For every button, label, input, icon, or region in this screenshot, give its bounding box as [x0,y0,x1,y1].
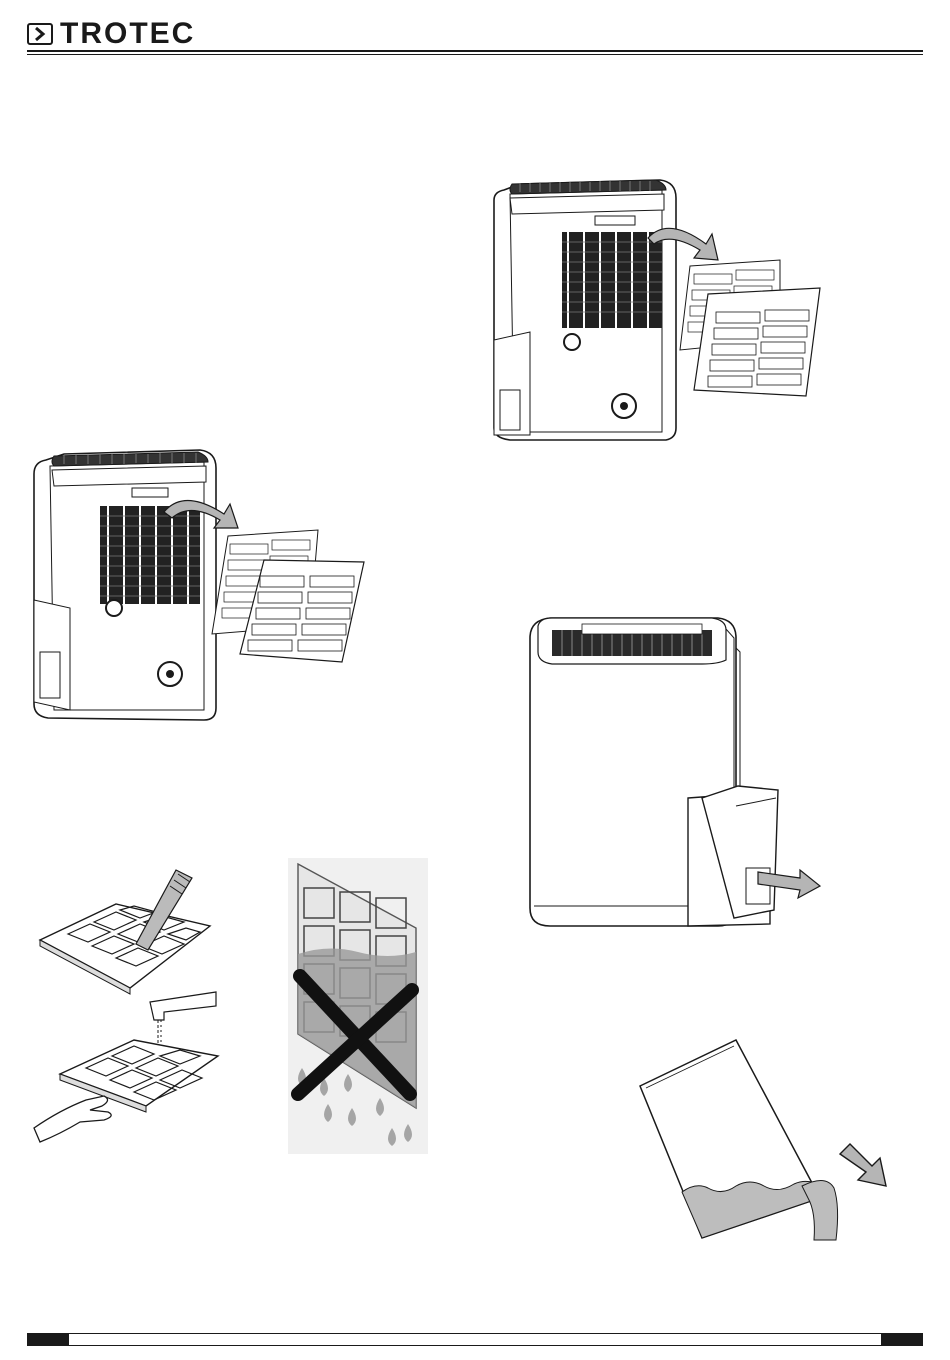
brand-name: TROTEC [60,17,195,51]
page-header: TROTEC [0,0,950,60]
footer-right-block [881,1333,923,1346]
footer-left-block [27,1333,69,1346]
tank-emptying-figure [636,1036,896,1246]
filter-cleaning-figure [30,860,230,1150]
brand-logo-icon [27,23,53,45]
rear-filter-removal-figure-left [28,440,378,730]
no-wet-filter-figure [288,858,428,1154]
header-divider-thin [27,54,923,55]
footer-bar [27,1333,923,1346]
water-tank-removal-figure [522,608,832,938]
rear-filter-removal-figure-top [480,170,840,460]
header-divider [27,50,923,52]
